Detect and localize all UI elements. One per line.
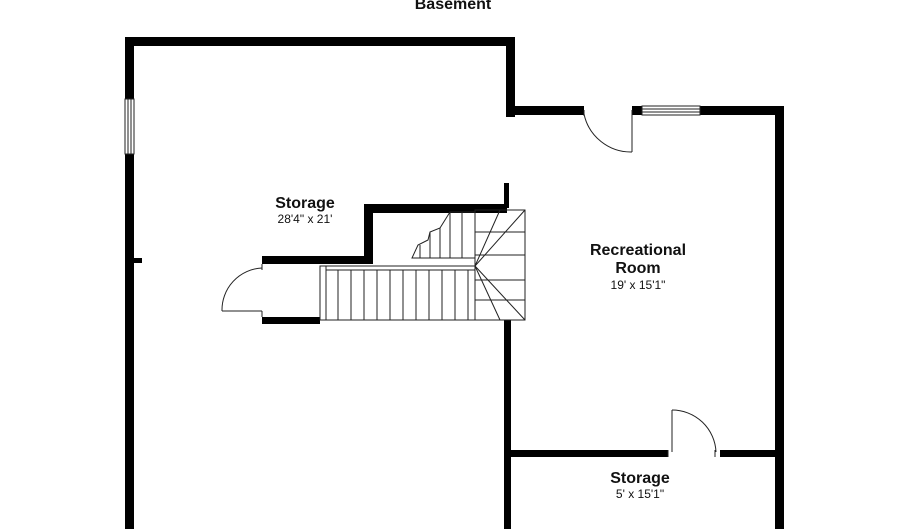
wall-stair-top bbox=[364, 204, 507, 213]
stair-inner bbox=[325, 269, 476, 321]
wall-stair-left bbox=[364, 204, 373, 264]
room-storage-main: Storage 28'4" x 21' bbox=[275, 195, 335, 226]
wall-storage-top-b bbox=[720, 450, 784, 457]
room-dims: 28'4" x 21' bbox=[278, 212, 333, 226]
room-recreational: Recreational Room 19' x 15'1" bbox=[590, 242, 686, 292]
door-rec-top bbox=[583, 110, 633, 153]
room-name-line1: Recreational bbox=[590, 242, 686, 259]
wall-rec-top-c bbox=[700, 106, 784, 115]
wall-mid-lower bbox=[504, 320, 511, 529]
wall-storage-top-a bbox=[504, 450, 668, 457]
staircase bbox=[319, 209, 526, 321]
wall-mid-upper bbox=[506, 37, 515, 117]
room-dims: 19' x 15'1" bbox=[611, 278, 666, 292]
wall-top-left bbox=[125, 37, 515, 46]
stair-lower-run bbox=[319, 265, 476, 321]
doors bbox=[221, 110, 717, 457]
room-dims: 5' x 15'1" bbox=[616, 487, 664, 501]
room-storage-small: Storage 5' x 15'1" bbox=[610, 470, 670, 501]
stair-winder bbox=[474, 209, 526, 321]
stair-upper-run bbox=[411, 211, 475, 259]
room-name: Storage bbox=[275, 195, 335, 212]
wall-rec-top-a bbox=[506, 106, 584, 115]
door-storage bbox=[667, 409, 717, 457]
wall-left-lower bbox=[125, 154, 134, 529]
window-top bbox=[641, 105, 701, 116]
room-name: Storage bbox=[610, 470, 670, 487]
door-stair bbox=[221, 264, 263, 317]
wall-left-notch bbox=[134, 258, 142, 263]
wall-stair-bottom bbox=[262, 317, 320, 324]
stair-treads-lower bbox=[337, 270, 469, 320]
windows bbox=[124, 98, 701, 155]
wall-mid-stub bbox=[504, 183, 509, 208]
wall-right bbox=[775, 106, 784, 529]
walls bbox=[125, 37, 784, 529]
wall-stair-ledge bbox=[262, 256, 373, 264]
room-name-line2: Room bbox=[615, 260, 660, 277]
window-left bbox=[124, 98, 135, 155]
wall-rec-top-b bbox=[632, 106, 642, 115]
wall-left bbox=[125, 37, 134, 99]
floor-title: Basement bbox=[415, 0, 492, 13]
